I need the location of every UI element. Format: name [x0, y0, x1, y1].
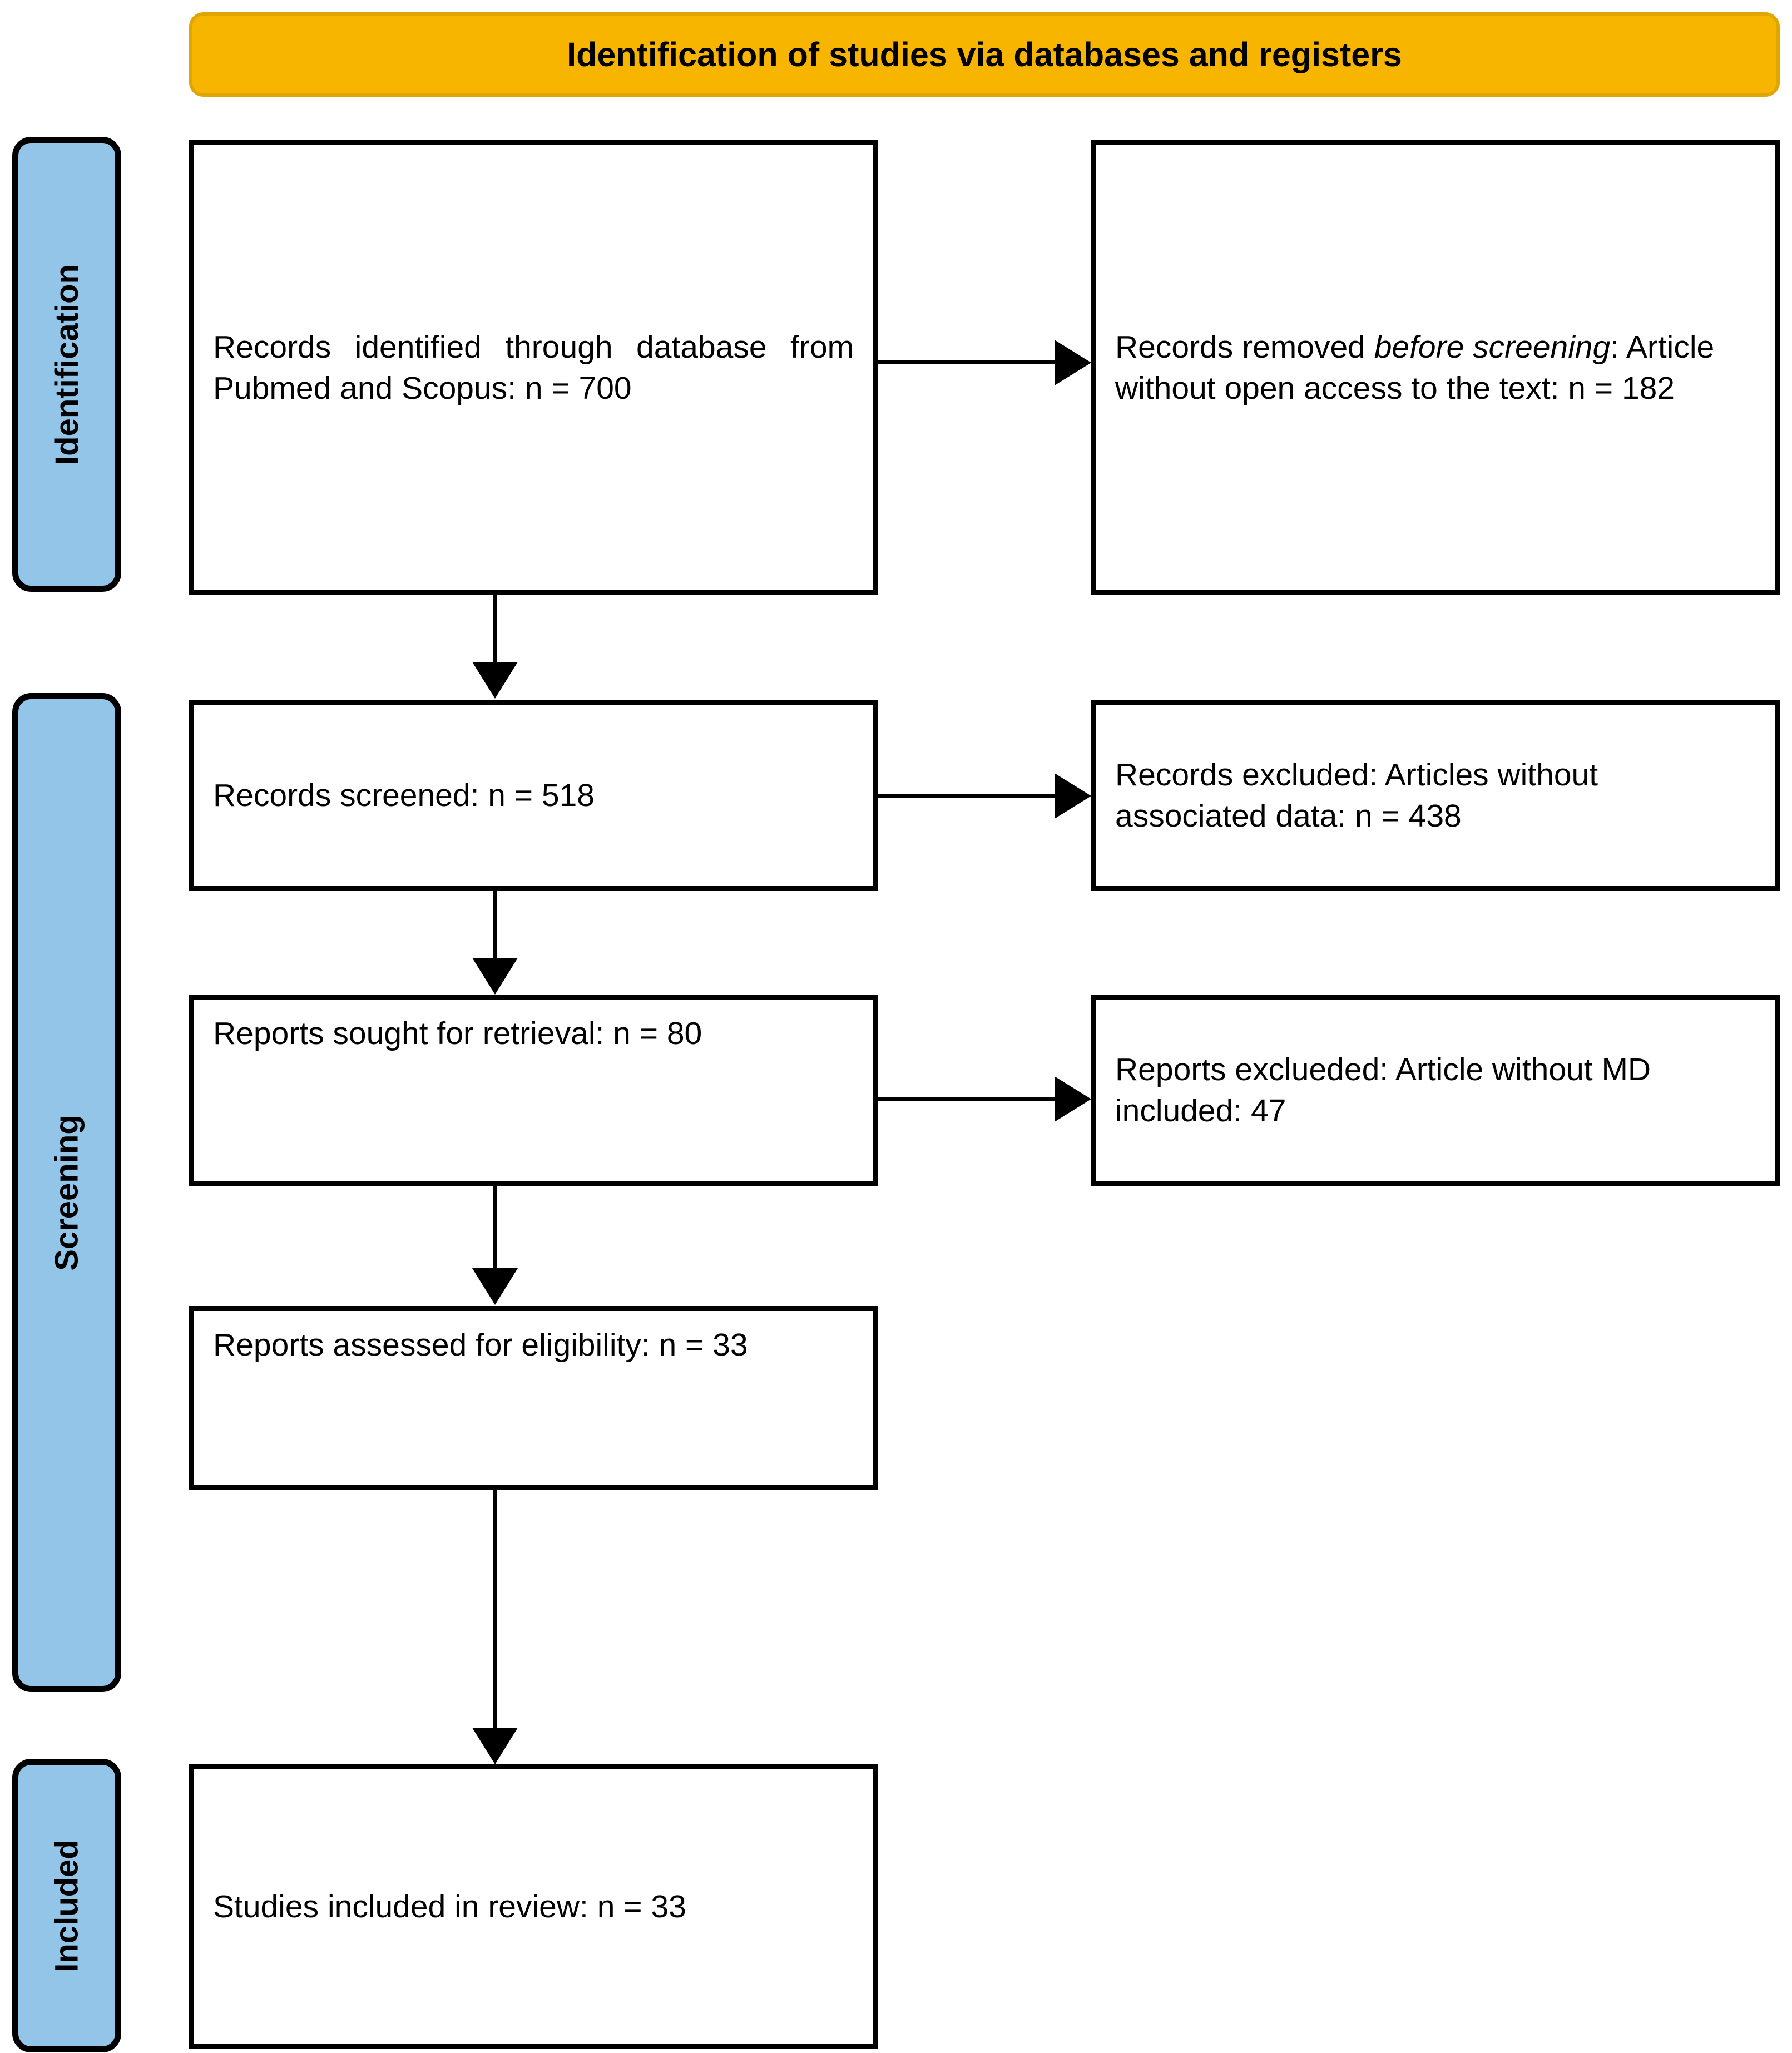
- phase-label-identification: Identification: [48, 264, 85, 465]
- connector-assessed-to-studies: [493, 1490, 497, 1731]
- arrowhead-identified-to-removed: [1055, 340, 1091, 385]
- box-records-removed-text: Records removed before screening: Articl…: [1115, 326, 1756, 409]
- box-reports-assessed-text: Reports assessed for eligibility: n = 33: [213, 1327, 748, 1363]
- box-records-screened: Records screened: n = 518: [189, 700, 878, 891]
- arrowhead-screened-to-sought: [472, 958, 518, 995]
- box-reports-assessed: Reports assessed for eligibility: n = 33: [189, 1306, 878, 1490]
- arrowhead-assessed-to-studies: [472, 1728, 518, 1764]
- arrowhead-sought-to-reports-excluded: [1055, 1076, 1091, 1122]
- box-records-identified-text: Records identified through database from…: [213, 329, 854, 406]
- arrowhead-identified-to-screened: [472, 662, 518, 699]
- box-studies-included-text: Studies included in review: n = 33: [213, 1888, 686, 1925]
- connector-sought-to-reports-excluded: [878, 1097, 1056, 1101]
- connector-identified-to-removed: [878, 360, 1056, 364]
- phase-bar-identification: Identification: [12, 137, 121, 592]
- box-records-identified: Records identified through database from…: [189, 140, 878, 595]
- diagram-title: Identification of studies via databases …: [567, 36, 1402, 73]
- phase-label-included: Included: [48, 1839, 85, 1972]
- phase-bar-screening: Screening: [12, 693, 121, 1692]
- arrowhead-sought-to-assessed: [472, 1268, 518, 1305]
- box-reports-excluded: Reports exclueded: Article without MD in…: [1091, 995, 1780, 1186]
- diagram-header-banner: Identification of studies via databases …: [189, 12, 1780, 97]
- box-reports-sought: Reports sought for retrieval: n = 80: [189, 995, 878, 1186]
- box-records-excluded-text: Records excluded: Articles without assoc…: [1115, 756, 1598, 834]
- connector-screened-to-excluded: [878, 794, 1056, 798]
- connector-identified-to-screened: [493, 595, 497, 663]
- box-reports-sought-text: Reports sought for retrieval: n = 80: [213, 1016, 702, 1051]
- arrowhead-screened-to-excluded: [1055, 773, 1091, 819]
- box-records-screened-text: Records screened: n = 518: [213, 777, 595, 813]
- records-removed-prefix: Records removed: [1115, 329, 1374, 365]
- connector-screened-to-sought: [493, 891, 497, 959]
- phase-label-screening: Screening: [48, 1114, 85, 1271]
- box-records-removed: Records removed before screening: Articl…: [1091, 140, 1780, 595]
- box-reports-excluded-text: Reports exclueded: Article without MD in…: [1115, 1051, 1651, 1129]
- records-removed-emphasis: before screening: [1374, 329, 1611, 365]
- connector-sought-to-assessed: [493, 1186, 497, 1269]
- records-removed-suffix: : Article without open access to the tex…: [1115, 329, 1715, 406]
- phase-bar-included: Included: [12, 1759, 121, 2052]
- box-studies-included: Studies included in review: n = 33: [189, 1764, 878, 2049]
- box-records-excluded: Records excluded: Articles without assoc…: [1091, 700, 1780, 891]
